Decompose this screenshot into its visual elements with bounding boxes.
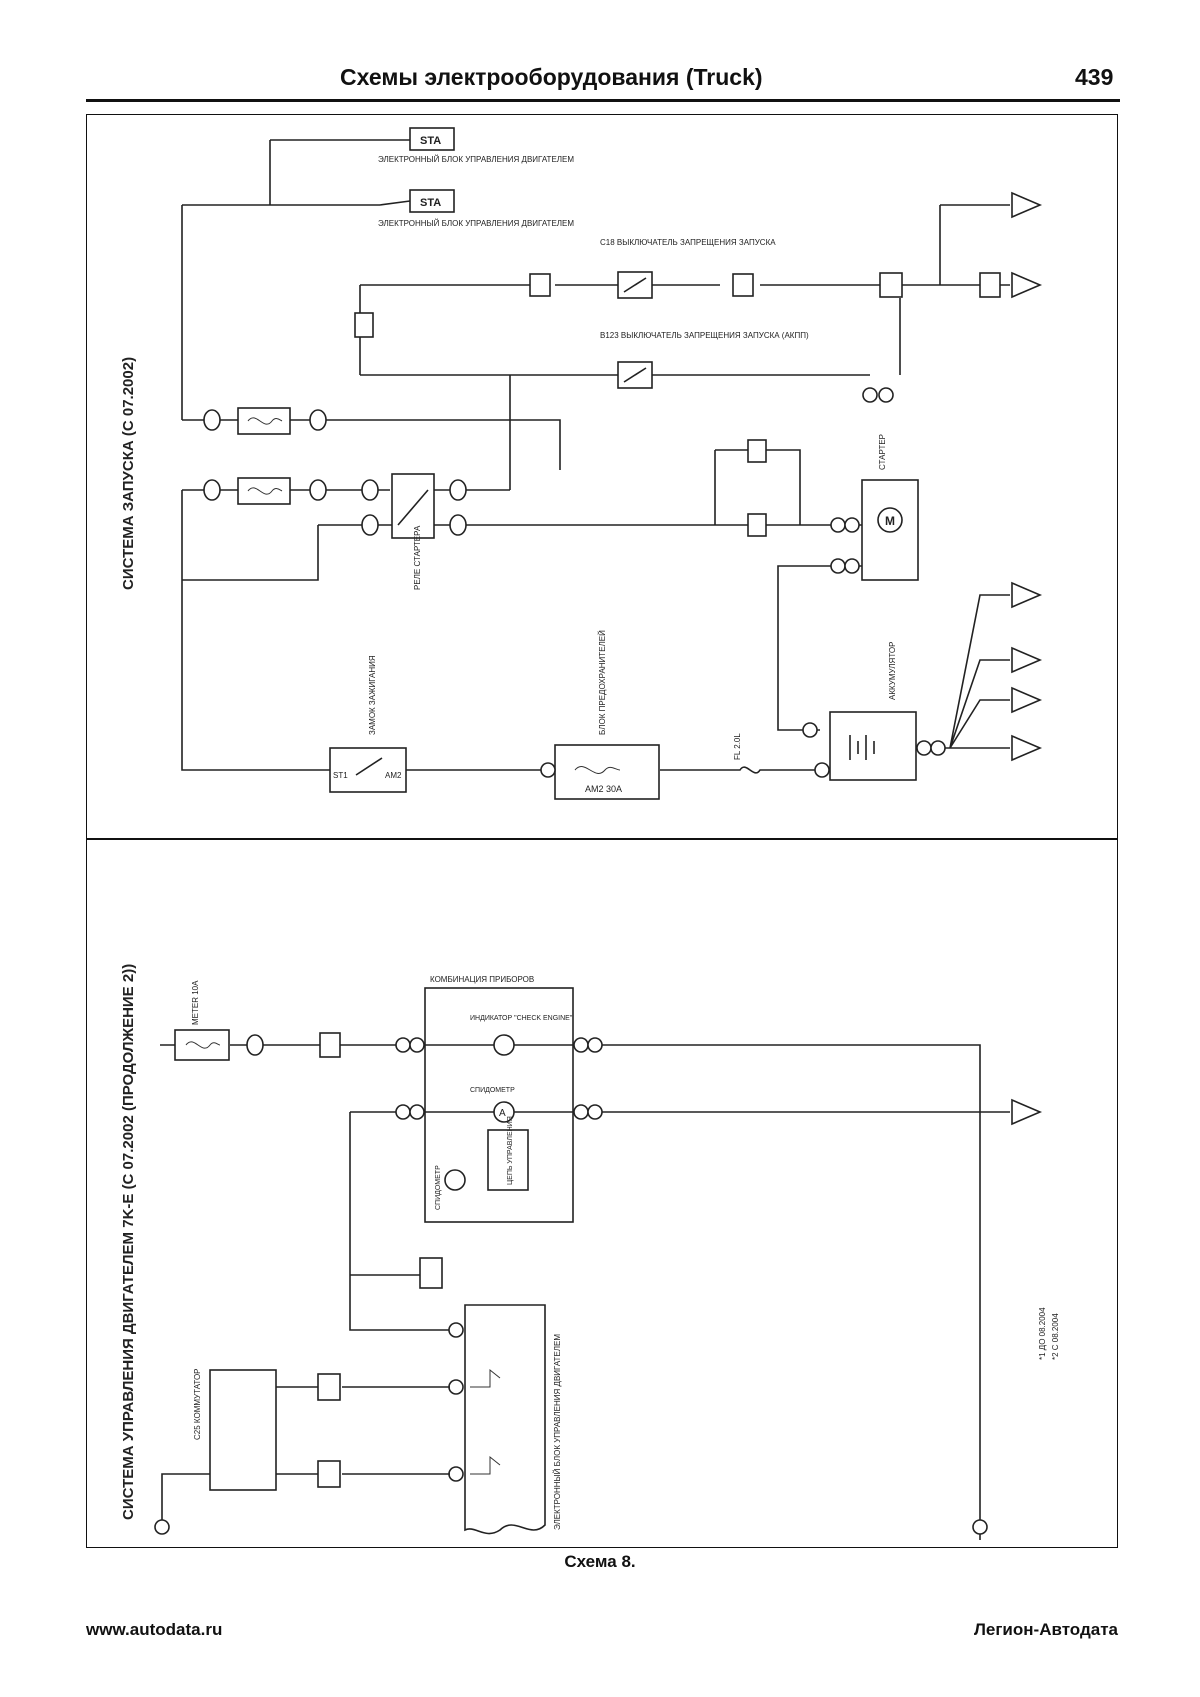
speedometer-label: СПИДОМЕТР xyxy=(470,1087,515,1094)
switch-c18-label: C18 ВЫКЛЮЧАТЕЛЬ ЗАПРЕЩЕНИЯ ЗАПУСКА xyxy=(600,238,776,247)
speedometer-sensor-label: СПИДОМЕТР xyxy=(435,1165,442,1210)
starter-relay-label: РЕЛЕ СТАРТЕРА xyxy=(413,525,422,590)
fuse-block-box xyxy=(554,744,660,800)
starter-motor-m: M xyxy=(885,514,895,528)
connector-b144 xyxy=(354,312,374,338)
wire-starter-ground xyxy=(777,524,862,731)
wire-st-fuse xyxy=(182,419,561,470)
ecu-label-1: ЭЛЕКТРОННЫЙ БЛОК УПРАВЛЕНИЯ ДВИГАТЕЛЕМ xyxy=(378,155,574,164)
ignition-label: ЗАМОК ЗАЖИГАНИЯ xyxy=(368,655,377,735)
wire-battery-grounds xyxy=(916,594,1010,749)
connector-right xyxy=(732,273,754,297)
meter-connector-2 xyxy=(319,1032,341,1058)
switch-b123-contact xyxy=(623,367,647,383)
upper-section-title: СИСТЕМА ЗАПУСКА (С 07.2002) xyxy=(120,357,137,590)
connector-ptc xyxy=(879,272,903,298)
ignition-switch-box xyxy=(329,747,407,793)
footer-website[interactable]: www.autodata.ru xyxy=(86,1620,223,1639)
connector-mid xyxy=(529,273,551,297)
check-engine-label: ИНДИКАТОР "CHECK ENGINE" xyxy=(470,1015,573,1022)
wire-ecu-top xyxy=(182,139,380,206)
wire-commutator-out xyxy=(276,1386,450,1475)
speedometer-gauge-a: A xyxy=(499,1108,506,1119)
wire-starter-branch xyxy=(714,449,801,525)
upper-connector-circles xyxy=(203,387,946,778)
starter-relay-contact xyxy=(397,489,429,526)
ecu-inner-5v-1 xyxy=(470,1368,501,1388)
footer-publisher: Легион-Автодата xyxy=(973,1620,1118,1639)
meter-connector-1 xyxy=(246,1034,264,1056)
ground-symbol-3 xyxy=(1011,581,1043,609)
ground-symbol-7 xyxy=(1011,1098,1043,1126)
ignition-am2-label: AM2 xyxy=(385,771,402,780)
fuse-st xyxy=(237,407,291,435)
aux-connector-box xyxy=(419,1257,443,1289)
ground-symbol-2 xyxy=(1011,271,1043,299)
connector-m27 xyxy=(979,272,1001,298)
ground-symbol-6 xyxy=(1011,734,1043,762)
note-2: *2 С 08.2004 xyxy=(1051,1313,1060,1360)
combination-meter-label: КОМБИНАЦИЯ ПРИБОРОВ xyxy=(430,975,534,984)
wire-speed-signal xyxy=(349,1112,450,1331)
figure-caption: Схема 8. xyxy=(564,1552,636,1571)
section-divider xyxy=(86,838,1118,840)
fuse-st-element xyxy=(247,417,283,425)
starter-sub-connector-2 xyxy=(747,513,767,537)
fuse-meter xyxy=(174,1029,230,1061)
speedometer-sensor xyxy=(444,1169,466,1191)
engine-ecu-label: ЭЛЕКТРОННЫЙ БЛОК УПРАВЛЕНИЯ ДВИГАТЕЛЕМ xyxy=(553,1334,562,1530)
battery-box xyxy=(829,711,917,781)
ground-symbol-5 xyxy=(1011,686,1043,714)
note-1: *1 ДО 08.2004 xyxy=(1038,1307,1047,1360)
battery-label: АККУМУЛЯТОР xyxy=(888,642,897,700)
ecu-inner-5v-2 xyxy=(470,1455,501,1475)
ecu-sta-label-2: STA xyxy=(420,197,441,209)
lower-section-title: СИСТЕМА УПРАВЛЕНИЯ ДВИГАТЕЛЕМ 7K-E (С 07… xyxy=(120,964,137,1520)
header-divider xyxy=(86,99,1120,102)
fuse-block-label: БЛОК ПРЕДОХРАНИТЕЛЕЙ xyxy=(598,630,607,735)
ground-symbol-1 xyxy=(1011,191,1043,219)
ignition-st1-label: ST1 xyxy=(333,771,348,780)
starter-sub-connector-1 xyxy=(747,439,767,463)
ecu-sta-box-1 xyxy=(409,127,455,151)
control-circuit-box xyxy=(487,1129,529,1191)
diagram-frame xyxy=(86,114,1118,1548)
switch-b123-label: B123 ВЫКЛЮЧАТЕЛЬ ЗАПРЕЩЕНИЯ ЗАПУСКА (АКП… xyxy=(600,331,809,340)
control-circuit-label: ЦЕПЬ УПРАВЛЕНИЯ xyxy=(507,1116,514,1185)
check-engine-lamp xyxy=(493,1034,515,1056)
wire-ecu-stubs xyxy=(379,139,411,206)
fuse-meter-element xyxy=(185,1041,221,1049)
commutator-label: C25 КОММУТАТОР xyxy=(193,1368,202,1440)
fuse-am2-element xyxy=(574,766,621,774)
ecu-sta-label-1: STA xyxy=(420,135,441,147)
fuse-meter-label: METER 10A xyxy=(191,980,200,1025)
page-number: 439 xyxy=(1075,64,1114,90)
fuse-st2-element xyxy=(247,487,283,495)
ecu-label-2: ЭЛЕКТРОННЫЙ БЛОК УПРАВЛЕНИЯ ДВИГАТЕЛЕМ xyxy=(378,219,574,228)
battery-cells xyxy=(849,735,875,760)
commutator-box xyxy=(209,1369,277,1491)
wire-relay-return xyxy=(182,524,392,581)
starter-motor-symbol xyxy=(877,507,903,533)
fuse-st2 xyxy=(237,477,291,505)
page-header-title: Схемы электрооборудования (Truck) xyxy=(340,64,763,90)
switch-c18-contact xyxy=(623,277,647,293)
wire-commutator-in xyxy=(161,1473,210,1520)
wire-fuse-block xyxy=(405,766,820,774)
commutator-connector-2 xyxy=(317,1460,341,1488)
wire-left-feed xyxy=(181,205,330,771)
fuse-am2-label: AM2 30A xyxy=(585,784,622,794)
engine-ecu-box xyxy=(464,1304,546,1535)
ignition-switch-contact xyxy=(355,757,383,776)
fusible-link-label: FL 2.0L xyxy=(733,733,742,760)
ground-symbol-4 xyxy=(1011,646,1043,674)
commutator-connector-1 xyxy=(317,1373,341,1401)
starter-label: СТАРТЕР xyxy=(878,434,887,470)
starter-relay-box xyxy=(391,473,435,539)
